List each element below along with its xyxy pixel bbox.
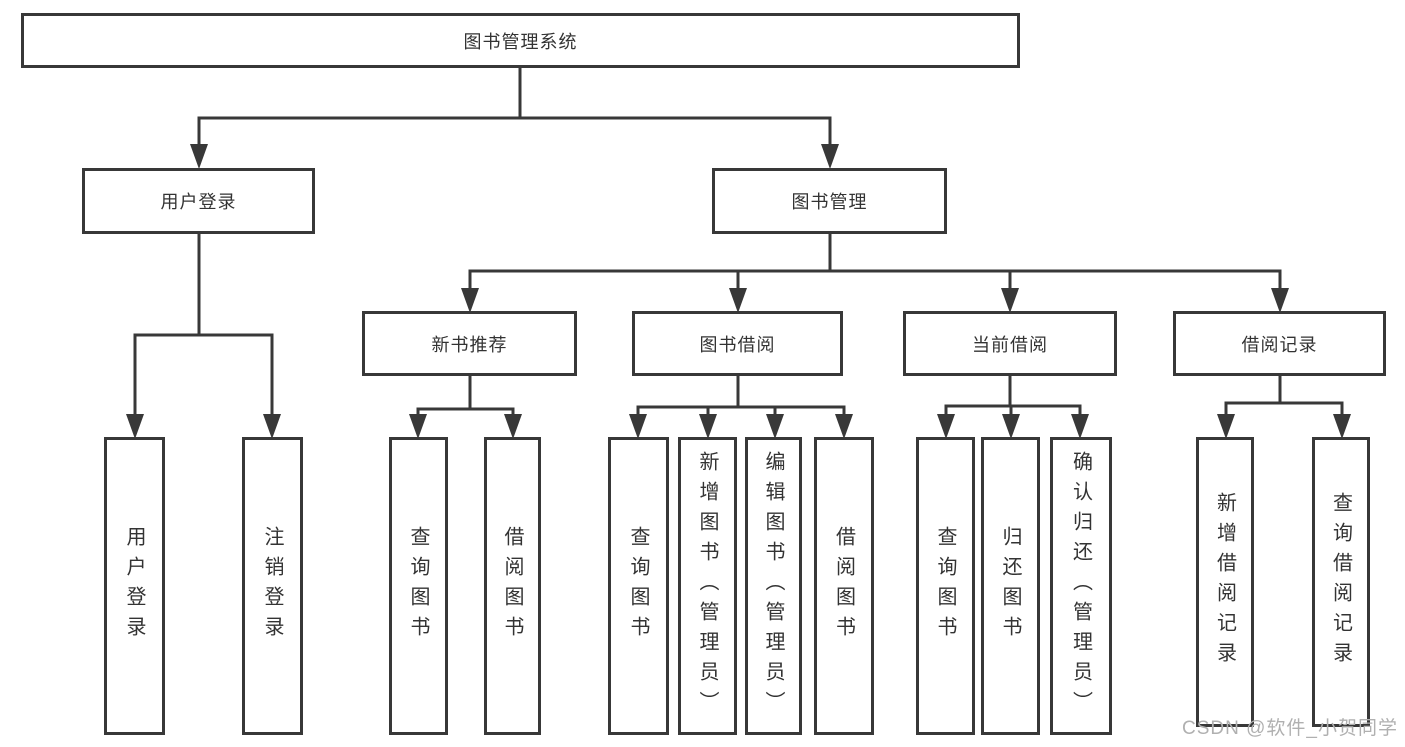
arrowhead xyxy=(1271,288,1289,313)
node-label: 图书借阅 xyxy=(699,334,776,355)
leaf-borrow-books: 借阅图书 xyxy=(484,437,541,735)
node-new-book-recommend: 新书推荐 xyxy=(362,311,577,376)
arrowhead xyxy=(766,414,784,439)
node-label: 图书管理 xyxy=(791,192,868,212)
node-label: 新书推荐 xyxy=(431,334,508,355)
node-label: 借阅图书 xyxy=(832,526,855,646)
leaf-return-books: 归还图书 xyxy=(981,437,1040,735)
arrowhead xyxy=(1001,288,1019,313)
connector-new-book-children xyxy=(409,374,522,439)
connector-current-borrow-children xyxy=(937,374,1089,439)
arrowhead xyxy=(1071,414,1089,439)
node-label: 查询图书 xyxy=(407,526,429,646)
node-label: 查询图书 xyxy=(934,526,956,646)
leaf-add-book-admin: 新增图书（管理员） xyxy=(678,437,737,735)
arrowhead xyxy=(729,288,747,313)
node-book-management: 图书管理 xyxy=(712,168,947,234)
arrowhead xyxy=(126,414,144,439)
node-label: 用户登录 xyxy=(160,192,237,212)
node-label: 编辑图书（管理员） xyxy=(762,451,784,721)
connector-user-login-children xyxy=(126,232,281,439)
leaf-user-login: 用户登录 xyxy=(104,437,165,735)
connector-book-borrow-children xyxy=(629,374,853,439)
leaf-add-borrow-record: 新增借阅记录 xyxy=(1196,437,1254,727)
arrowhead xyxy=(409,414,427,439)
arrowhead xyxy=(835,414,853,439)
node-label: 借阅图书 xyxy=(501,526,523,646)
node-label: 归还图书 xyxy=(999,526,1021,646)
node-label: 借阅记录 xyxy=(1241,334,1318,355)
node-label: 查询图书 xyxy=(627,526,649,646)
connector-book-management-children xyxy=(461,232,1289,313)
arrowhead xyxy=(504,414,522,439)
leaf-confirm-return-admin: 确认归还（管理员） xyxy=(1050,437,1112,735)
node-label: 注销登录 xyxy=(261,526,283,646)
leaf-borrow-books-2: 借阅图书 xyxy=(814,437,874,735)
node-label: 查询借阅记录 xyxy=(1329,492,1352,672)
leaf-edit-book-admin: 编辑图书（管理员） xyxy=(745,437,802,735)
node-book-borrow: 图书借阅 xyxy=(632,311,843,376)
node-label: 当前借阅 xyxy=(972,334,1048,355)
node-label: 图书管理系统 xyxy=(463,31,578,52)
leaf-query-borrow-record: 查询借阅记录 xyxy=(1312,437,1370,727)
node-user-login: 用户登录 xyxy=(82,168,315,234)
node-borrow-records: 借阅记录 xyxy=(1173,311,1386,376)
node-label: 新增借阅记录 xyxy=(1213,492,1236,672)
arrowhead xyxy=(699,414,717,439)
arrowhead xyxy=(263,414,281,439)
node-label: 新增图书（管理员） xyxy=(696,451,718,721)
arrowhead xyxy=(821,144,839,169)
node-label: 用户登录 xyxy=(123,526,145,646)
node-current-borrow: 当前借阅 xyxy=(903,311,1117,376)
leaf-logout: 注销登录 xyxy=(242,437,303,735)
connector-borrow-record-children xyxy=(1217,374,1351,439)
node-library-management-system: 图书管理系统 xyxy=(21,13,1020,68)
node-label: 确认归还（管理员） xyxy=(1069,451,1092,721)
leaf-query-books: 查询图书 xyxy=(389,437,448,735)
arrowhead xyxy=(937,414,955,439)
connector-root-to-level2 xyxy=(190,66,839,169)
arrowhead xyxy=(629,414,647,439)
arrowhead xyxy=(1333,414,1351,439)
arrowhead xyxy=(190,144,208,169)
leaf-query-books-3: 查询图书 xyxy=(916,437,975,735)
leaf-query-books-2: 查询图书 xyxy=(608,437,669,735)
arrowhead xyxy=(461,288,479,313)
csdn-watermark: CSDN @软件_小贺同学 xyxy=(1182,718,1398,739)
arrowhead xyxy=(1217,414,1235,439)
arrowhead xyxy=(1002,414,1020,439)
